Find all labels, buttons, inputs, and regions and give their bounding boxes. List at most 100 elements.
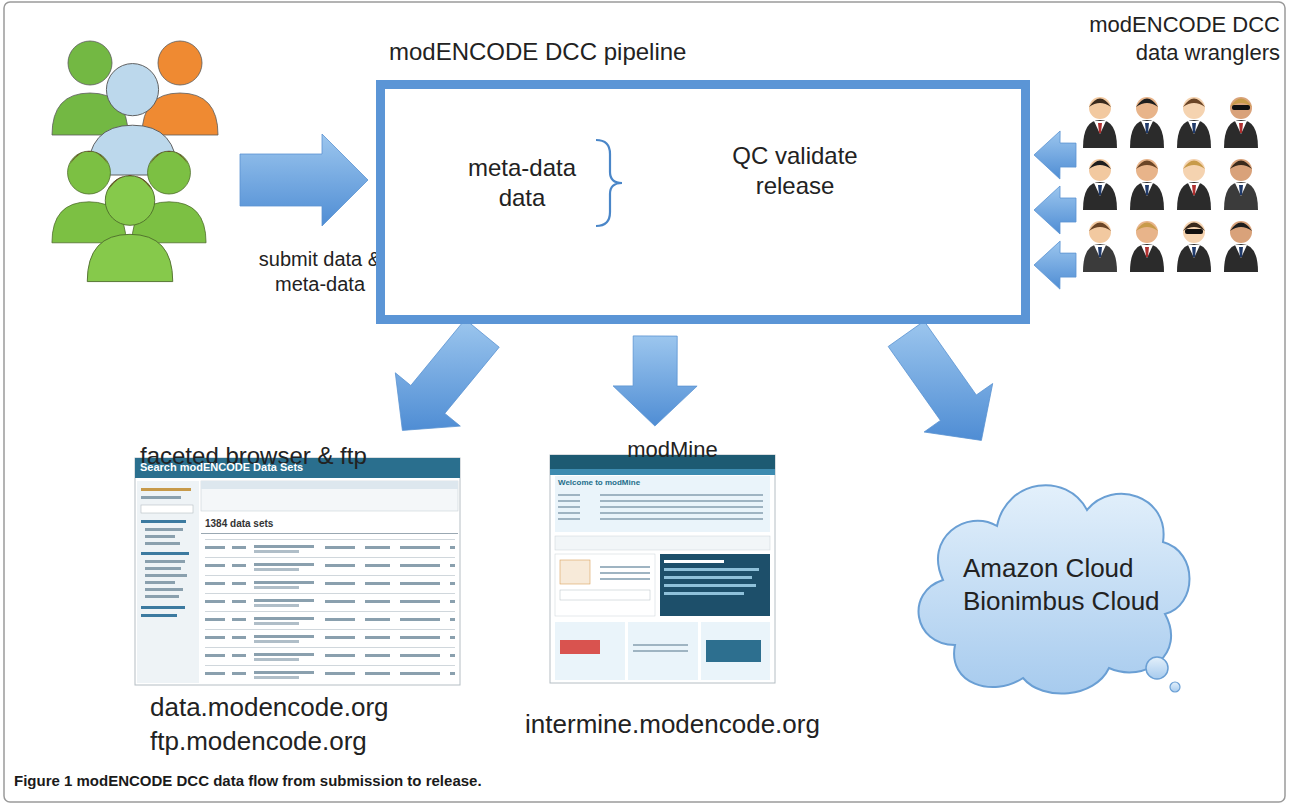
illustration-path xyxy=(1177,244,1211,272)
illustration-g xyxy=(1083,97,1258,272)
illustration-circle xyxy=(1230,97,1252,119)
illustration-circle xyxy=(1183,221,1205,243)
illustration-path xyxy=(1130,120,1164,148)
illustration-circle xyxy=(1089,97,1111,119)
illustration-path xyxy=(1224,182,1258,210)
illustration-rect xyxy=(141,614,177,617)
illustration-path xyxy=(1136,161,1158,170)
illustration-path xyxy=(70,151,108,164)
illustration-rect xyxy=(555,536,770,550)
illustration-g xyxy=(70,151,188,190)
illustration-path xyxy=(1239,123,1243,133)
illustration-path xyxy=(1224,244,1258,272)
illustration-path xyxy=(1136,223,1158,232)
illustration-rect xyxy=(141,488,191,491)
illustration-path xyxy=(1235,245,1247,258)
illustration-rect xyxy=(145,535,175,538)
cloud-puff xyxy=(1170,682,1180,692)
illustration-rect xyxy=(560,640,600,654)
cloud-puff xyxy=(1146,657,1168,679)
illustration-rect xyxy=(145,581,175,584)
illustration-rect xyxy=(201,533,458,534)
cloud-shape: Amazon Cloud Bionimbus Cloud xyxy=(895,440,1205,705)
illustration-rect xyxy=(135,458,460,685)
screenshot-label: Search modENCODE Data Sets xyxy=(140,461,455,473)
illustration-rect xyxy=(145,588,183,591)
illustration-rect xyxy=(664,592,744,595)
illustration-rect xyxy=(205,536,455,681)
illustration-rect xyxy=(145,595,179,598)
illustration-path xyxy=(1141,121,1153,134)
illustration-rect xyxy=(1232,105,1250,110)
illustration-g xyxy=(52,151,206,281)
illustration-rect xyxy=(595,562,650,580)
illustration-path xyxy=(1192,123,1196,133)
illustration-path xyxy=(1230,161,1252,170)
illustration-rect xyxy=(135,458,460,478)
illustration-rect xyxy=(145,567,181,570)
illustration-path xyxy=(1145,247,1149,257)
illustration-rect xyxy=(201,481,458,511)
illustration-path xyxy=(596,140,622,226)
illustration-path xyxy=(1192,247,1196,257)
illustration-rect xyxy=(560,590,650,600)
illustration-rect xyxy=(550,455,775,683)
block-arrow xyxy=(1034,186,1076,234)
illustration-path xyxy=(108,175,152,190)
wrangler-group: modENCODE DCC data wranglers xyxy=(1080,5,1285,285)
illustration-path xyxy=(1235,183,1247,196)
illustration-rect xyxy=(555,554,655,616)
illustration-rect xyxy=(145,542,180,545)
illustration-path xyxy=(1094,245,1106,258)
illustration-rect xyxy=(201,481,458,489)
illustration-rect xyxy=(664,584,756,587)
illustration-circle xyxy=(1089,159,1111,181)
screenshot-label: 1384 data sets xyxy=(205,518,325,529)
illustration-rect xyxy=(706,640,761,662)
illustration-circle xyxy=(1230,221,1252,243)
illustration-path xyxy=(1141,245,1153,258)
illustration-path xyxy=(1083,120,1117,148)
node-text: intermine.modencode.org xyxy=(500,708,845,741)
illustration-path xyxy=(1089,161,1111,170)
browser-panel: faceted browser & ftpdata.modencode.org … xyxy=(130,435,470,765)
cloud-path xyxy=(919,485,1190,693)
illustration-rect xyxy=(141,606,185,609)
illustration-rect xyxy=(555,622,625,680)
illustration-path xyxy=(1239,247,1243,257)
node-text: modENCODE DCC data wranglers xyxy=(1085,11,1280,66)
modmine-panel: modMine intermine.modencode.org xyxy=(500,432,845,752)
illustration-path xyxy=(1177,120,1211,148)
illustration-rect xyxy=(664,560,724,563)
illustration-path xyxy=(1188,245,1200,258)
illustration-path xyxy=(1083,182,1117,210)
illustration-rect xyxy=(1185,229,1203,234)
illustration-rect xyxy=(701,622,770,680)
illustration-rect xyxy=(145,574,187,577)
illustration-rect xyxy=(558,494,763,524)
illustration-use xyxy=(87,176,173,282)
illustration-path xyxy=(1130,182,1164,210)
block-arrow xyxy=(395,319,499,430)
illustration-path xyxy=(1089,223,1111,232)
node-text: modMine xyxy=(500,436,845,464)
illustration-rect xyxy=(145,528,183,531)
illustration-path xyxy=(1083,244,1117,272)
node-text: meta-data data xyxy=(457,153,587,213)
illustration-circle xyxy=(1183,97,1205,119)
block-arrow xyxy=(888,321,993,440)
illustration-circle xyxy=(1089,221,1111,243)
illustration-rect xyxy=(560,560,590,584)
illustration-circle xyxy=(1136,159,1158,181)
illustration-path xyxy=(1145,185,1149,195)
illustration-rect xyxy=(141,520,186,523)
user-group: submit data & meta-data xyxy=(40,25,240,265)
illustration-rect xyxy=(141,505,193,513)
illustration-rect xyxy=(664,576,752,579)
node-text: modENCODE DCC pipeline xyxy=(389,37,809,67)
illustration-path xyxy=(1235,121,1247,134)
block-arrow xyxy=(1034,241,1076,289)
pipeline-box: modENCODE DCC pipelinemeta-data dataQC v… xyxy=(376,80,1030,324)
node-text: Amazon Cloud Bionimbus Cloud xyxy=(963,552,1178,617)
illustration-path xyxy=(1130,244,1164,272)
